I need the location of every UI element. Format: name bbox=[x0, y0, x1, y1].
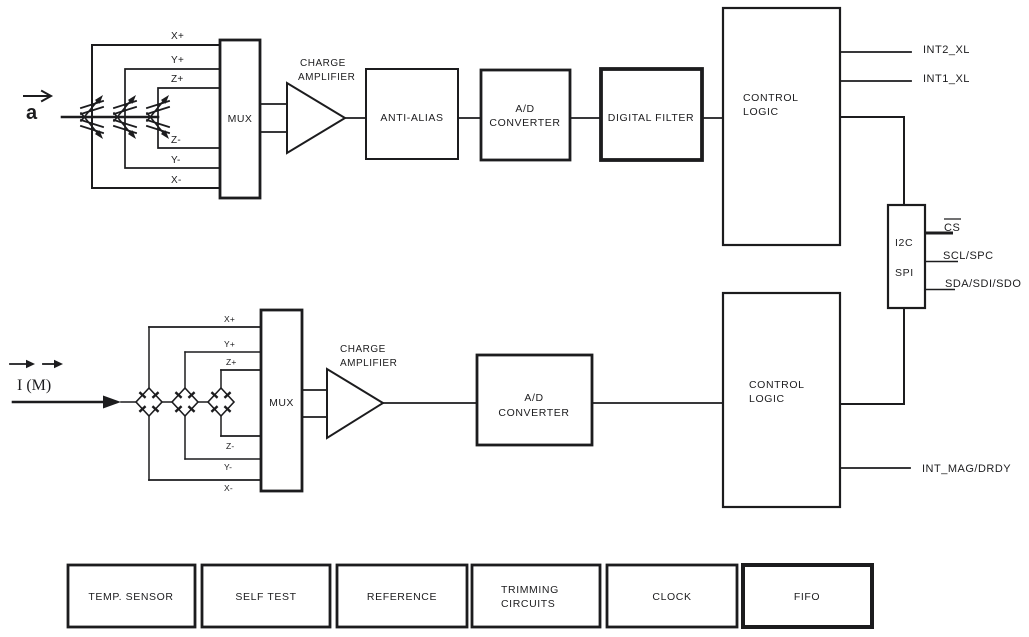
clock-box bbox=[605, 563, 739, 629]
accel-charge-amp-label-2: AMPLIFIER bbox=[298, 72, 355, 83]
electrode-label-xm: X- bbox=[171, 175, 182, 186]
i2c-label: I2C bbox=[895, 237, 913, 249]
anti-alias-box bbox=[365, 68, 459, 160]
electrode-label-zm: Z- bbox=[226, 441, 234, 451]
self-test-box bbox=[200, 563, 332, 629]
accel-charge-amplifier-triangle bbox=[286, 81, 347, 155]
fifo-label: FIFO bbox=[794, 591, 820, 603]
accel-mux-label: MUX bbox=[228, 113, 253, 125]
reference-label: REFERENCE bbox=[367, 591, 437, 603]
mag-charge-amplifier-triangle bbox=[326, 367, 385, 440]
acceleration-vector-arrow bbox=[23, 89, 54, 103]
mag-mux-box bbox=[259, 308, 304, 493]
self-test-label: SELF TEST bbox=[235, 591, 296, 603]
acceleration-input-label: a bbox=[26, 102, 38, 124]
digital-filter-label: DIGITAL FILTER bbox=[608, 112, 694, 124]
spi-label: SPI bbox=[895, 267, 914, 279]
electrode-label-zp: Z+ bbox=[171, 74, 184, 85]
accel-control-logic-label-2: LOGIC bbox=[743, 106, 779, 118]
electrode-loop-y bbox=[124, 68, 221, 169]
magnetic-field-arrows bbox=[9, 359, 63, 369]
mag-adc-label-1: A/D bbox=[524, 392, 543, 404]
electrode-label-zp: Z+ bbox=[226, 357, 237, 367]
mag-adc-box bbox=[475, 353, 594, 447]
trimming-circuits-label-1: TRIMMING bbox=[501, 584, 559, 596]
trimming-circuits-label-2: CIRCUITS bbox=[501, 598, 555, 610]
accel-charge-amp-label-1: CHARGE bbox=[300, 58, 346, 69]
temp-sensor-box bbox=[66, 563, 197, 629]
anti-alias-label: ANTI-ALIAS bbox=[380, 112, 443, 124]
electrode-loop-x bbox=[91, 44, 221, 189]
electrode-label-xp: X+ bbox=[224, 314, 235, 324]
magnetometer-chain: I (M) X+ Y+ Z+ Z- Y- X- MUX bbox=[9, 291, 1011, 509]
sensor-bridge bbox=[206, 386, 236, 418]
electrode-label-yp: Y+ bbox=[171, 55, 184, 66]
accel-control-logic-box bbox=[721, 6, 842, 247]
mag-adc-label-2: CONVERTER bbox=[498, 407, 569, 419]
electrode-label-ym: Y- bbox=[224, 462, 232, 472]
sda-sdi-sdo-label: SDA/SDI/SDO bbox=[945, 278, 1021, 290]
excitation-arrowhead bbox=[103, 395, 121, 409]
i2c-spi-box bbox=[886, 203, 927, 310]
accel-adc-label-2: CONVERTER bbox=[489, 117, 560, 129]
electrode-label-zm: Z- bbox=[171, 135, 181, 146]
magnetic-input-label: I (M) bbox=[17, 377, 51, 394]
temp-sensor-label: TEMP. SENSOR bbox=[88, 591, 173, 603]
mag-charge-amp-label-1: CHARGE bbox=[340, 344, 386, 355]
mag-control-logic-label-2: LOGIC bbox=[749, 393, 785, 405]
sensor-bridge bbox=[170, 386, 200, 418]
electrode-loop-z bbox=[157, 87, 221, 149]
support-blocks-row: TEMP. SENSOR SELF TEST REFERENCE TRIMMIN… bbox=[66, 563, 874, 629]
electrode-label-yp: Y+ bbox=[224, 339, 235, 349]
mag-charge-amp-label-2: AMPLIFIER bbox=[340, 358, 397, 369]
electrode-label-xm: X- bbox=[224, 483, 233, 493]
clock-label: CLOCK bbox=[652, 591, 691, 603]
mag-mux-label: MUX bbox=[269, 397, 294, 409]
serial-interface: I2C SPI CS SCL/SPC SDA/SDI/SDO bbox=[886, 203, 1021, 404]
accelerometer-chain: a X+ Y+ Z+ Z- Y- X- MUX CHARGE AMPLIFIER bbox=[23, 6, 970, 247]
int1-xl-label: INT1_XL bbox=[923, 73, 970, 85]
electrode-label-ym: Y- bbox=[171, 155, 181, 166]
scl-spc-label: SCL/SPC bbox=[943, 250, 994, 262]
digital-filter-box bbox=[599, 67, 704, 162]
electrode-label-xp: X+ bbox=[171, 31, 184, 42]
accel-control-logic-label-1: CONTROL bbox=[743, 92, 799, 104]
accel-mux-box bbox=[218, 38, 262, 200]
mag-control-logic-box bbox=[721, 291, 842, 509]
fifo-box bbox=[741, 563, 874, 629]
accel-adc-box bbox=[479, 68, 572, 162]
reference-box bbox=[335, 563, 469, 629]
sensor-bridge bbox=[134, 386, 164, 418]
mag-control-logic-label-1: CONTROL bbox=[749, 379, 805, 391]
int2-xl-label: INT2_XL bbox=[923, 44, 970, 56]
accel-adc-label-1: A/D bbox=[515, 103, 534, 115]
cs-label: CS bbox=[944, 222, 960, 234]
int-mag-drdy-label: INT_MAG/DRDY bbox=[922, 463, 1011, 475]
trimming-circuits-box bbox=[470, 563, 602, 629]
